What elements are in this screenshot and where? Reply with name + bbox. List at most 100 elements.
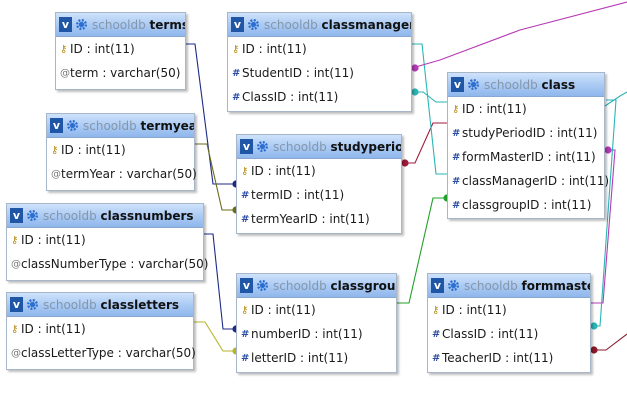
column-row[interactable]: ⚷ID : int(11) [237, 159, 401, 183]
relation-line-classletters-classgroup[interactable] [194, 321, 236, 352]
table-header[interactable]: v schooldb classnumbers [7, 204, 203, 228]
database-name: schooldb [484, 78, 542, 92]
column-label: ID : int(11) [21, 233, 86, 247]
column-row[interactable]: ⚷ID : int(11) [428, 298, 590, 322]
key-icon: ⚷ [241, 165, 249, 177]
column-label: term : varchar(50) [70, 66, 181, 80]
collapse-toggle-icon[interactable]: v [10, 297, 23, 312]
collapse-toggle-icon[interactable]: v [240, 139, 253, 154]
collapse-toggle-icon[interactable]: v [50, 118, 63, 133]
relation-line-studyperiod-class[interactable] [402, 122, 447, 164]
gear-icon[interactable] [26, 298, 39, 311]
key-icon: ⚷ [241, 304, 249, 316]
column-row[interactable]: @classNumberType : varchar(50) [7, 252, 208, 276]
column-row[interactable]: ⚷ID : int(11) [448, 97, 604, 121]
column-label: StudentID : int(11) [242, 66, 354, 80]
gear-icon[interactable] [447, 279, 460, 292]
relation-line-classmanagers-class[interactable] [412, 43, 447, 175]
key-icon: ⚷ [232, 43, 240, 55]
gear-icon[interactable] [256, 140, 269, 153]
column-row[interactable]: #classgroupID : int(11) [448, 193, 604, 217]
number-column-icon: # [452, 127, 461, 139]
gear-icon[interactable] [75, 18, 88, 31]
column-row[interactable]: ⚷ID : int(11) [7, 317, 193, 341]
relation-endpoint-dot [411, 88, 419, 96]
relation-endpoint-dot [590, 346, 598, 354]
column-row[interactable]: #termID : int(11) [237, 183, 401, 207]
key-icon: ⚷ [452, 103, 460, 115]
number-column-icon: # [241, 352, 250, 364]
column-row[interactable]: #formMasterID : int(11) [448, 145, 604, 169]
database-name: schooldb [43, 209, 101, 223]
relation-line-class-offscreen[interactable] [604, 91, 627, 107]
column-label: ClassID : int(11) [242, 90, 339, 104]
text-column-icon: @ [11, 258, 21, 270]
number-column-icon: # [452, 151, 461, 163]
gear-icon[interactable] [256, 279, 269, 292]
column-row[interactable]: @classLetterType : varchar(50) [7, 341, 196, 365]
column-row[interactable]: #ClassID : int(11) [228, 85, 411, 109]
column-label: ID : int(11) [70, 42, 135, 56]
column-row[interactable]: @term : varchar(50) [56, 61, 185, 85]
relation-line-classgroup-class[interactable] [397, 197, 447, 304]
column-row[interactable]: ⚷ID : int(11) [47, 138, 194, 162]
relation-line-classnumbers-classgroup[interactable] [204, 233, 236, 330]
text-column-icon: @ [60, 67, 70, 79]
collapse-toggle-icon[interactable]: v [431, 278, 444, 293]
column-row[interactable]: #ClassID : int(11) [428, 322, 590, 346]
relation-line-termyear-studyperiod[interactable] [195, 143, 236, 211]
number-column-icon: # [432, 328, 441, 340]
column-row[interactable]: ⚷ID : int(11) [56, 37, 185, 61]
collapse-toggle-icon[interactable]: v [10, 208, 23, 223]
column-row[interactable]: ⚷ID : int(11) [228, 37, 411, 61]
column-row[interactable]: #letterID : int(11) [237, 346, 396, 370]
gear-icon[interactable] [247, 18, 260, 31]
column-row[interactable]: ⚷ID : int(11) [237, 298, 396, 322]
column-label: TeacherID : int(11) [442, 351, 554, 365]
column-row[interactable]: #TeacherID : int(11) [428, 346, 590, 370]
key-icon: ⚷ [60, 43, 68, 55]
column-row[interactable]: ⚷ID : int(11) [7, 228, 203, 252]
collapse-toggle-icon[interactable]: v [231, 17, 244, 32]
table-name: classnumbers [100, 209, 194, 223]
number-column-icon: # [452, 175, 461, 187]
column-label: classNumberType : varchar(50) [21, 257, 209, 271]
relation-line-terms-studyperiod[interactable] [186, 43, 236, 185]
column-row[interactable]: #termYearID : int(11) [237, 207, 401, 231]
table-name: classmanagers [321, 18, 411, 32]
column-row[interactable]: #numberID : int(11) [237, 322, 396, 346]
gear-icon[interactable] [467, 78, 480, 91]
key-icon: ⚷ [432, 304, 440, 316]
table-name: formmaster [521, 279, 590, 293]
collapse-toggle-icon[interactable]: v [59, 17, 72, 32]
collapse-toggle-icon[interactable]: v [451, 77, 464, 92]
database-name: schooldb [464, 279, 522, 293]
column-row[interactable]: #studyPeriodID : int(11) [448, 121, 604, 145]
table-formmaster[interactable]: v schooldb formmaster ⚷ID : int(11)#ClassI… [427, 273, 591, 373]
column-row[interactable]: #classManagerID : int(11) [448, 169, 609, 193]
collapse-toggle-icon[interactable]: v [240, 278, 253, 293]
gear-icon[interactable] [26, 209, 39, 222]
key-icon: ⚷ [51, 144, 59, 156]
column-row[interactable]: #StudentID : int(11) [228, 61, 411, 85]
gear-icon[interactable] [66, 119, 79, 132]
table-name: terms [149, 18, 185, 32]
relation-line-classmanagers-offscreen[interactable] [411, 1, 627, 69]
column-row[interactable]: @termYear : varchar(50) [47, 162, 197, 186]
table-header[interactable]: v schooldb formmaster [428, 274, 590, 298]
